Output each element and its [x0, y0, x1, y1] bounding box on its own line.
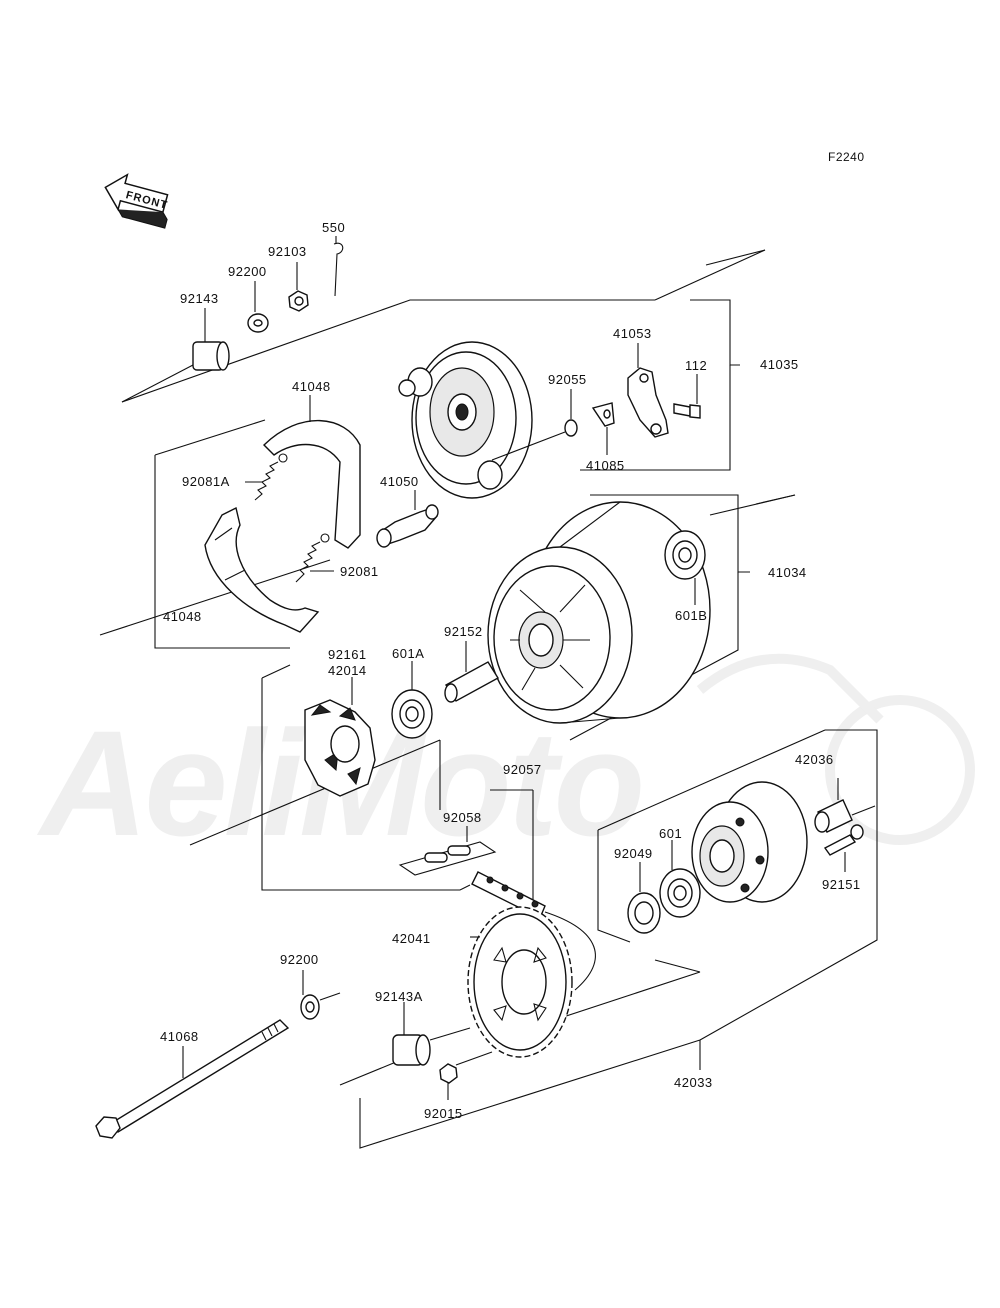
label-92152: 92152 [444, 624, 483, 639]
brake-shoe-lower-41048 [204, 506, 320, 633]
spring-92081A [245, 453, 288, 501]
bearing-601B [664, 530, 706, 605]
damper-92161 [304, 677, 376, 797]
brake-shoe-upper-41048 [263, 395, 361, 549]
label-601: 601 [659, 826, 682, 841]
label-42033: 42033 [674, 1075, 713, 1090]
bearing-601 [659, 840, 701, 918]
brake-cam-41050 [376, 490, 439, 548]
brake-panel-41035 [398, 341, 566, 499]
label-112: 112 [685, 358, 707, 373]
label-42014: 42014 [328, 663, 367, 678]
label-92143A: 92143A [375, 989, 423, 1004]
collar-92143A [339, 1002, 471, 1086]
chain-joint-92058 [398, 826, 497, 876]
sleeve-92143 [121, 308, 230, 403]
label-41034: 41034 [768, 565, 807, 580]
washer-92200 [247, 281, 269, 333]
brake-lever-41053 [627, 343, 669, 438]
washer-92200-lower [300, 970, 341, 1020]
label-92161: 92161 [328, 647, 367, 662]
collar-42036 [814, 778, 876, 833]
label-42041: 42041 [392, 931, 431, 946]
indicator-plate-41085 [591, 402, 615, 455]
label-550: 550 [322, 220, 345, 235]
label-601B: 601B [675, 608, 707, 623]
bearing-601A [391, 661, 433, 739]
bolt-112 [673, 374, 701, 419]
label-92055: 92055 [548, 372, 587, 387]
label-92049: 92049 [614, 846, 653, 861]
brake-panel-group [99, 249, 766, 649]
label-41048-upper: 41048 [292, 379, 331, 394]
cotter-pin-550 [333, 236, 344, 297]
label-92200: 92200 [228, 264, 267, 279]
label-41053: 41053 [613, 326, 652, 341]
label-92143: 92143 [180, 291, 219, 306]
spacer-92152 [444, 641, 499, 703]
nut-92103 [288, 262, 309, 312]
hub-group [359, 729, 878, 1149]
front-arrow-icon: FRONT [104, 173, 169, 229]
spring-92081 [295, 533, 334, 583]
label-92151: 92151 [822, 877, 861, 892]
label-42036: 42036 [795, 752, 834, 767]
label-601A: 601A [392, 646, 424, 661]
chain-92057 [471, 789, 596, 991]
hub-body [691, 781, 808, 903]
bolt-92151 [823, 824, 864, 872]
figure-code: F2240 [828, 150, 865, 164]
label-92081: 92081 [340, 564, 379, 579]
label-92081A: 92081A [182, 474, 230, 489]
label-92015: 92015 [424, 1106, 463, 1121]
oring-92055 [564, 389, 578, 437]
label-41035: 41035 [760, 357, 799, 372]
label-41050: 41050 [380, 474, 419, 489]
label-41085: 41085 [586, 458, 625, 473]
nut-92015 [439, 1051, 493, 1100]
sprocket-42041 [467, 906, 573, 1058]
label-92200-lower: 92200 [280, 952, 319, 967]
axle-41068 [95, 1019, 290, 1139]
part-labels: 550 92103 92200 92143 41053 112 41035 41… [160, 220, 861, 1121]
label-41068: 41068 [160, 1029, 199, 1044]
seal-92049 [627, 862, 661, 934]
label-92058: 92058 [443, 810, 482, 825]
label-92057: 92057 [503, 762, 542, 777]
label-41048-lower: 41048 [163, 609, 202, 624]
label-92103: 92103 [268, 244, 307, 259]
